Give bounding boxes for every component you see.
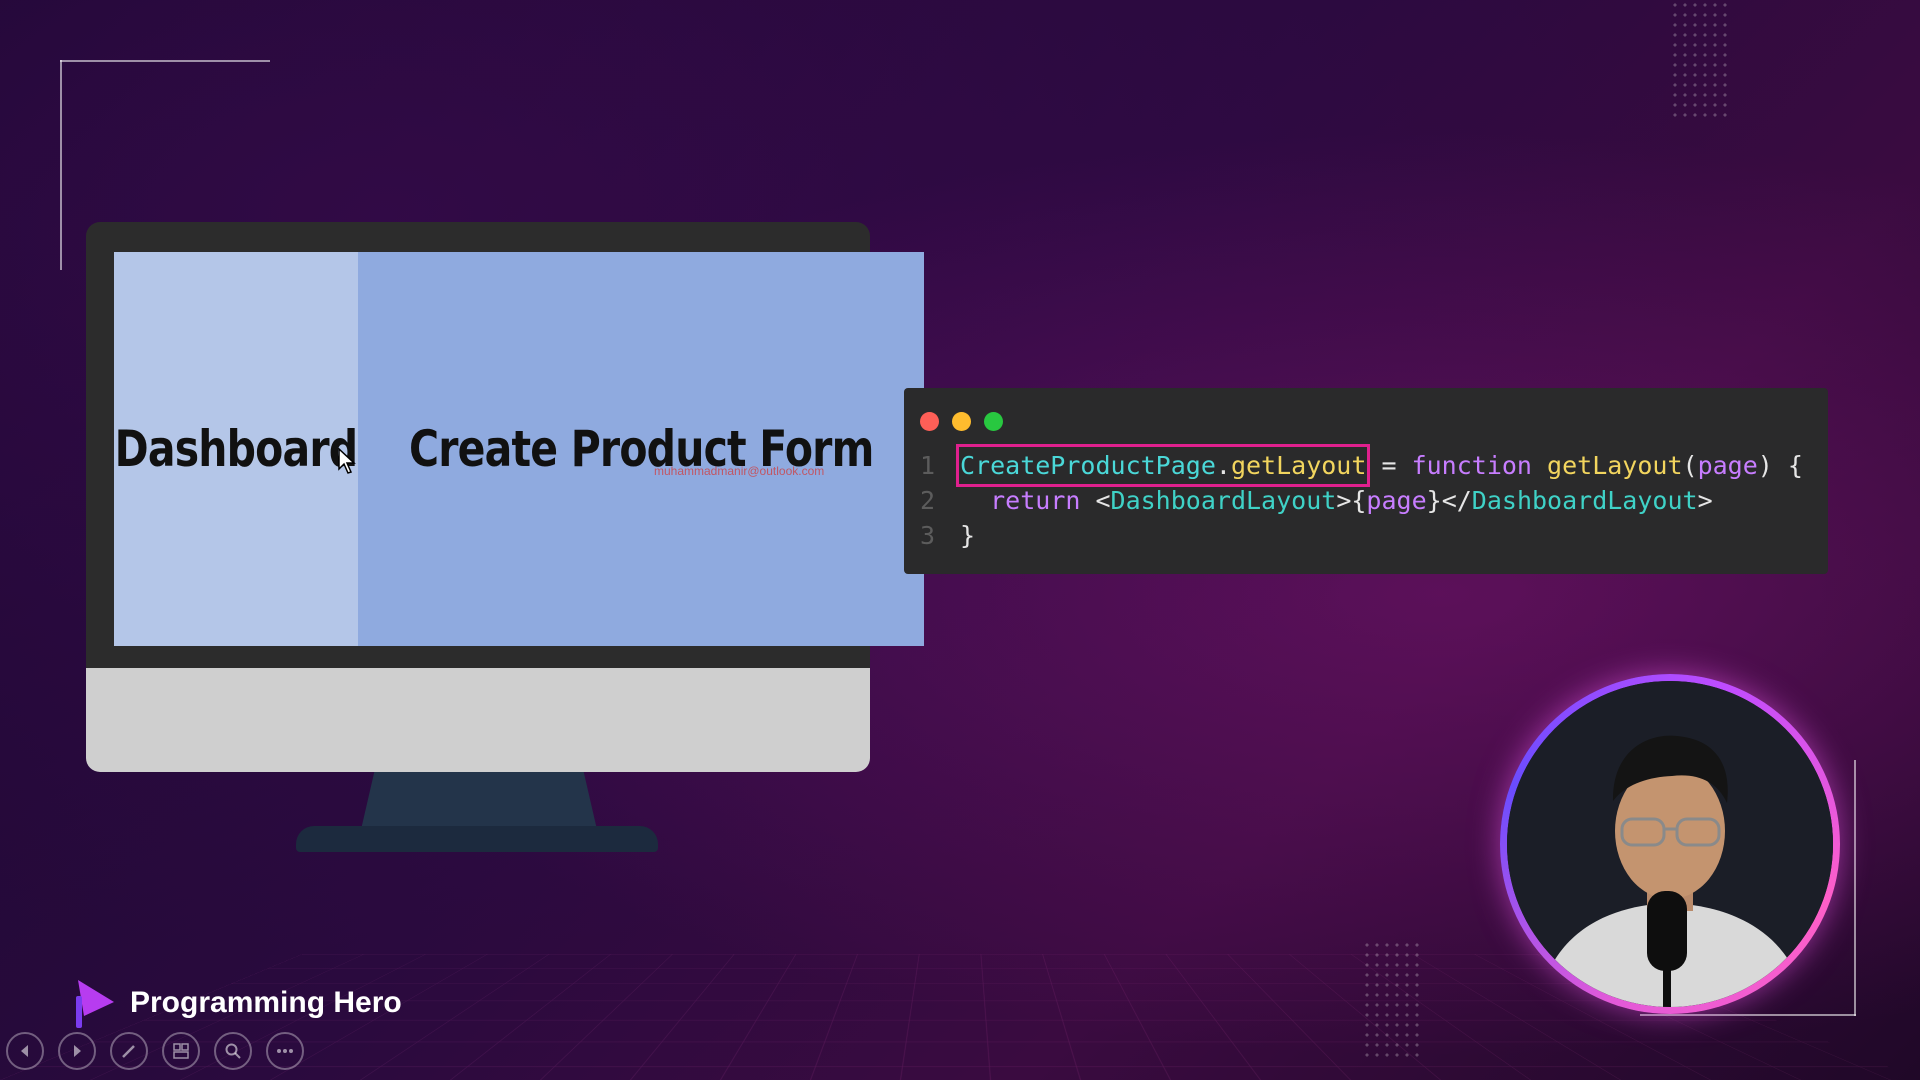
pen-icon [122, 1045, 135, 1058]
code-token: ( [1682, 451, 1698, 480]
code-line-2: 2 return < DashboardLayout >{ page }</ D… [920, 483, 1803, 518]
create-product-form-label: Create Product Form [408, 420, 874, 478]
play-logo-icon [76, 980, 114, 1028]
code-token: < [1080, 486, 1111, 515]
next-icon [74, 1045, 81, 1057]
monitor-screen: Dashboard Create Product Form [114, 252, 925, 646]
code-token: page [1697, 451, 1758, 480]
slides-icon [173, 1043, 189, 1059]
code-token: getLayout [1531, 451, 1683, 480]
code-indent [960, 483, 990, 518]
slides-overview-button[interactable] [162, 1032, 200, 1070]
line-number: 2 [920, 486, 936, 515]
decor-frame-right [1854, 760, 1856, 1016]
close-dot-icon [920, 412, 939, 431]
decor-frame-left [60, 60, 62, 270]
presentation-toolbar [6, 1032, 304, 1070]
decor-dots-top [1670, 0, 1730, 120]
code-token: return [990, 486, 1081, 515]
next-slide-button[interactable] [58, 1032, 96, 1070]
dashboard-pane: Dashboard [114, 252, 358, 646]
code-line-1: 1 CreateProductPage.getLayout = function… [920, 444, 1803, 487]
previous-slide-button[interactable] [6, 1032, 44, 1070]
code-token: ) { [1757, 451, 1803, 480]
line-number: 1 [920, 451, 936, 480]
code-block: 1 CreateProductPage.getLayout = function… [920, 444, 1803, 553]
code-line-3: 3 } [920, 518, 1803, 553]
pen-tool-button[interactable] [110, 1032, 148, 1070]
zoom-icon [225, 1043, 241, 1059]
dashboard-label: Dashboard [114, 420, 358, 478]
watermark-text: muhammadmanir@outlook.com [654, 464, 825, 478]
code-token: DashboardLayout [1110, 486, 1337, 515]
presenter-video [1507, 681, 1833, 1007]
code-token: = [1366, 451, 1412, 480]
monitor-bezel: Dashboard Create Product Form [86, 222, 925, 668]
code-token: > [1697, 486, 1713, 515]
monitor-stand-neck [360, 772, 598, 834]
decor-frame-top [60, 60, 270, 62]
monitor-illustration: Dashboard Create Product Form [86, 222, 925, 772]
code-token: page [1366, 486, 1427, 515]
previous-icon [21, 1045, 28, 1057]
monitor-stand-base [296, 826, 658, 852]
zoom-button[interactable] [214, 1032, 252, 1070]
code-token: getLayout [1230, 451, 1367, 480]
programming-hero-logo: Programming Hero [72, 976, 402, 1030]
create-product-pane: Create Product Form [358, 252, 925, 646]
code-token: } [960, 521, 976, 550]
code-token: CreateProductPage [960, 451, 1216, 480]
code-token: . [1215, 451, 1231, 480]
mouse-cursor-icon [338, 448, 356, 474]
logo-text: Programming Hero [130, 986, 402, 1019]
more-options-button[interactable] [266, 1032, 304, 1070]
presenter-silhouette-icon [1507, 681, 1833, 1007]
maximize-dot-icon [984, 412, 1003, 431]
code-token: DashboardLayout [1471, 486, 1698, 515]
monitor-chin [86, 668, 870, 772]
code-token: }</ [1426, 486, 1472, 515]
code-window: 1 CreateProductPage.getLayout = function… [904, 388, 1828, 574]
presenter-webcam [1500, 674, 1840, 1014]
code-token: >{ [1336, 486, 1367, 515]
line-number: 3 [920, 521, 936, 550]
code-token: function [1411, 451, 1532, 480]
decor-frame-bottom [1640, 1014, 1856, 1016]
more-icon [277, 1049, 293, 1053]
minimize-dot-icon [952, 412, 971, 431]
decor-dots-bottom [1362, 940, 1422, 1060]
highlighted-expression: CreateProductPage.getLayout [955, 444, 1371, 487]
